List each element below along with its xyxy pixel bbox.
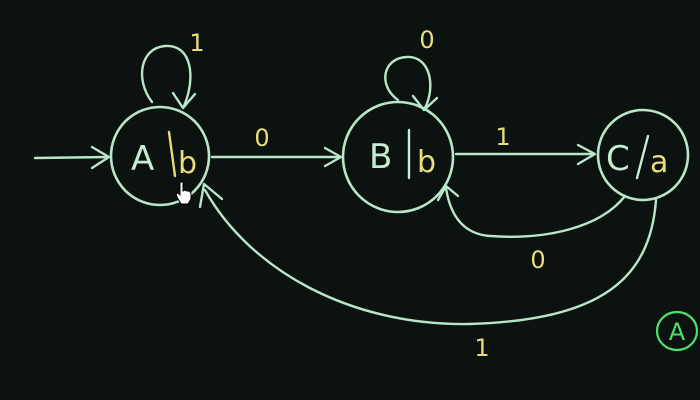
label-c-a: 1	[474, 334, 489, 362]
corner-mark-ring	[655, 310, 699, 352]
transition-a-a: 1	[140, 29, 205, 110]
state-c-output: a	[650, 145, 668, 180]
state-c: C a	[596, 108, 690, 202]
start-arrow	[33, 145, 111, 170]
state-c-circle	[596, 108, 690, 202]
transition-b-b: 0	[384, 26, 439, 112]
hand-pointer-icon	[175, 181, 192, 205]
state-a-divider	[167, 130, 177, 178]
label-b-b: 0	[419, 26, 434, 54]
transition-c-a: 1	[198, 182, 658, 362]
transition-a-b: 0	[210, 124, 343, 168]
label-a-a: 1	[189, 29, 204, 57]
transition-b-c: 1	[454, 123, 597, 166]
state-a-output: b	[178, 146, 197, 181]
corner-mark: A	[655, 310, 699, 352]
label-c-b: 0	[530, 246, 545, 274]
state-b-output: b	[417, 145, 436, 180]
corner-mark-letter: A	[669, 318, 686, 346]
state-c-name: C	[606, 139, 630, 179]
state-b-circle	[341, 100, 455, 214]
state-a-name: A	[131, 139, 154, 179]
state-c-divider	[635, 134, 650, 180]
transition-c-b: 0	[436, 184, 627, 274]
state-b: B b	[341, 100, 455, 214]
state-b-name: B	[369, 137, 392, 177]
state-a-circle	[109, 105, 211, 207]
state-a: A b	[109, 105, 211, 207]
label-b-c: 1	[495, 123, 510, 151]
label-a-b: 0	[254, 124, 269, 152]
